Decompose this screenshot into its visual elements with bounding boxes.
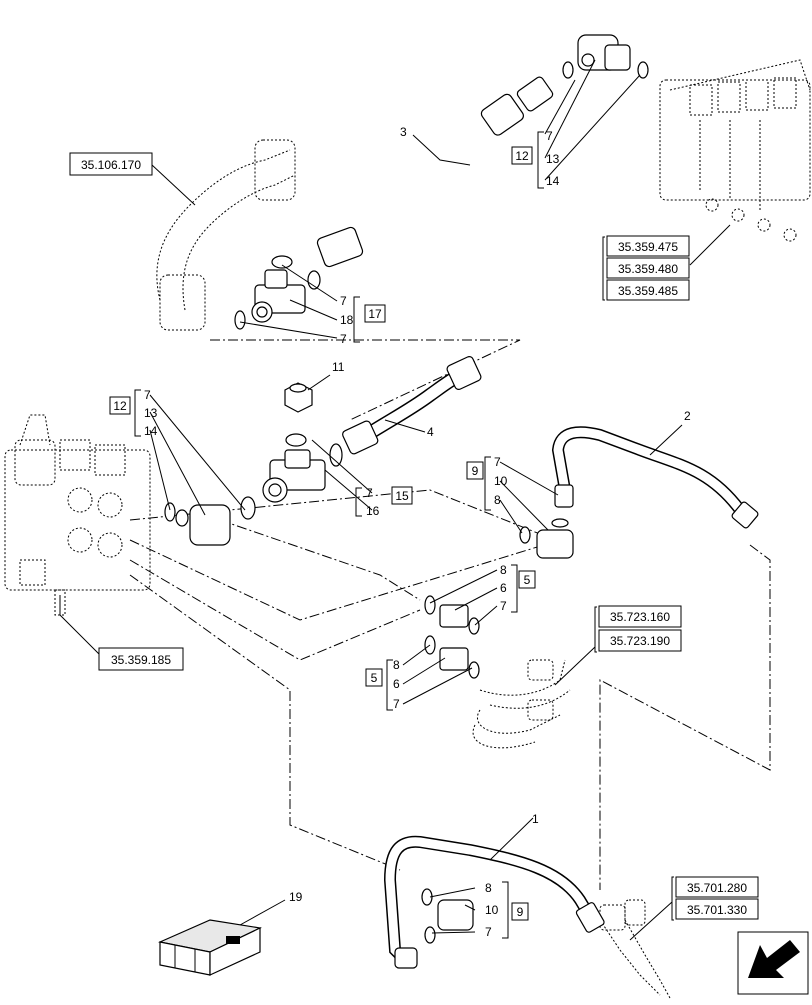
ref-box-35-359-185[interactable]: 35.359.185: [98, 647, 184, 671]
svg-text:35.723.160: 35.723.160: [610, 610, 670, 624]
packaging-crate-19[interactable]: [158, 919, 262, 976]
ghost-valve-block-left: [4, 414, 151, 616]
ref-box-group-35-723[interactable]: 35.723.160 35.723.190: [594, 605, 682, 653]
svg-text:7: 7: [546, 129, 553, 143]
svg-text:7: 7: [393, 697, 400, 711]
tee-fitting-16[interactable]: [262, 449, 326, 503]
callout-3: 3: [400, 125, 407, 139]
group-12-left-box: 12: [113, 399, 127, 413]
ghost-valve-block-right: [659, 59, 811, 242]
group-9-lower-box: 9: [517, 905, 524, 919]
o-rings-middle[interactable]: [164, 433, 343, 522]
svg-text:7: 7: [366, 486, 373, 500]
svg-text:6: 6: [500, 581, 507, 595]
pipe-2[interactable]: [551, 426, 759, 529]
callout-2: 2: [684, 409, 691, 423]
group-9-upper-box: 9: [472, 464, 479, 478]
group-15-box: 15: [395, 489, 409, 503]
callout-11: 11: [332, 360, 345, 374]
svg-text:35.359.185: 35.359.185: [111, 653, 171, 667]
svg-text:7: 7: [340, 294, 347, 308]
elbow-fitting-top[interactable]: [577, 34, 631, 71]
hose-3[interactable]: [316, 76, 554, 268]
adapter-6-upper[interactable]: [424, 595, 480, 635]
callout-1: 1: [532, 812, 539, 826]
svg-text:35.359.475: 35.359.475: [618, 240, 678, 254]
svg-text:35.701.280: 35.701.280: [687, 881, 747, 895]
svg-text:10: 10: [485, 903, 499, 917]
svg-text:18: 18: [340, 313, 354, 327]
svg-text:13: 13: [144, 406, 158, 420]
svg-text:8: 8: [485, 881, 492, 895]
group-brackets: [134, 131, 544, 939]
group-5-lower-box: 5: [371, 671, 378, 685]
tee-fitting-18[interactable]: [251, 269, 306, 323]
svg-text:8: 8: [494, 493, 501, 507]
svg-text:8: 8: [500, 563, 507, 577]
svg-text:13: 13: [546, 152, 560, 166]
group-5-upper-box: 5: [524, 573, 531, 587]
svg-text:7: 7: [494, 455, 501, 469]
navigation-arrow-icon[interactable]: [737, 931, 809, 995]
svg-text:14: 14: [144, 424, 158, 438]
svg-text:7: 7: [340, 332, 347, 346]
routing-lines: [129, 339, 771, 890]
group-12-top-box: 12: [515, 149, 529, 163]
ghost-hose-top-left: [156, 139, 296, 331]
adapter-6-lower[interactable]: [424, 635, 480, 679]
group-17-box: 17: [368, 307, 382, 321]
svg-text:35.723.190: 35.723.190: [610, 634, 670, 648]
ghost-pipes-bottom-right: [599, 899, 671, 999]
nut-11[interactable]: [284, 382, 313, 413]
ref-box-group-35-359-47x[interactable]: 35.359.475 35.359.480 35.359.485: [602, 235, 690, 301]
leader-lines: [59, 59, 731, 941]
svg-text:14: 14: [546, 174, 560, 188]
svg-text:35.106.170: 35.106.170: [81, 158, 141, 172]
svg-text:35.701.330: 35.701.330: [687, 903, 747, 917]
svg-text:7: 7: [500, 599, 507, 613]
pipe-1[interactable]: [383, 835, 605, 969]
svg-text:8: 8: [393, 658, 400, 672]
svg-text:35.359.485: 35.359.485: [618, 284, 678, 298]
ref-box-35-106-170[interactable]: 35.106.170: [69, 152, 153, 176]
elbow-fitting-left[interactable]: [175, 504, 231, 546]
hose-4[interactable]: [341, 355, 482, 455]
callout-4: 4: [427, 425, 434, 439]
svg-text:7: 7: [144, 388, 151, 402]
callout-labels: 3 11 4 2 1 19 12 7 13 14 17 7 18 7 12 7 …: [109, 125, 691, 939]
svg-text:35.359.480: 35.359.480: [618, 262, 678, 276]
elbow-fitting-10-bottom[interactable]: [421, 888, 474, 944]
svg-text:10: 10: [494, 474, 508, 488]
callout-19: 19: [289, 890, 303, 904]
elbow-fitting-10[interactable]: [519, 518, 574, 559]
ref-box-group-35-701[interactable]: 35.701.280 35.701.330: [671, 876, 759, 921]
ghost-pipes-middle: [472, 659, 571, 749]
svg-text:6: 6: [393, 677, 400, 691]
svg-text:16: 16: [366, 504, 380, 518]
svg-text:7: 7: [485, 925, 492, 939]
